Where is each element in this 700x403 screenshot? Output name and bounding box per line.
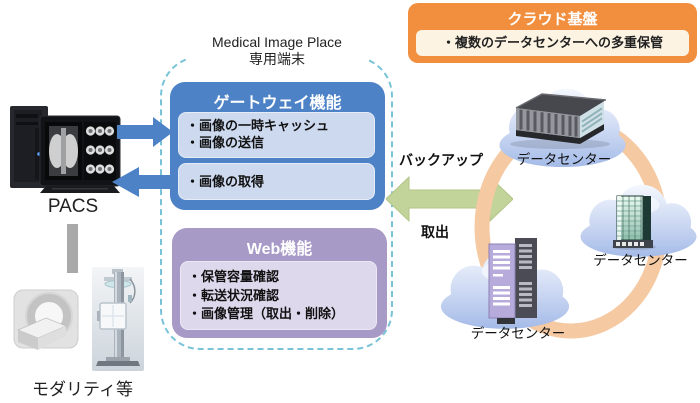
datacenter-building-icon — [488, 238, 537, 324]
terminal-title-line2: 専用端末 — [249, 51, 305, 67]
web-box: Web機能 ・保管容量確認 ・転送状況確認 ・画像管理（取出・削除） — [172, 228, 387, 338]
pacs-workstation-image — [10, 106, 121, 193]
gateway-item: ・画像の取得 — [186, 174, 265, 189]
terminal-title-line1: Medical Image Place — [212, 34, 342, 50]
cloud-platform-header: クラウド基盤 — [507, 11, 598, 28]
cloud-platform-note: ・複数のデータセンターへの多重保管 — [416, 30, 689, 56]
modality-label: モダリティ等 — [32, 380, 133, 399]
arrow-right-icon — [117, 117, 173, 147]
retrieve-label: 取出 — [421, 224, 449, 240]
backup-label: バックアップ — [399, 152, 483, 168]
cloud-platform-box: クラウド基盤 ・複数のデータセンターへの多重保管 — [408, 3, 697, 63]
web-item: ・保管容量確認 — [188, 269, 280, 284]
datacenter-label: データセンター — [470, 326, 566, 341]
datacenter-label: データセンター — [516, 152, 612, 167]
gateway-header: ゲートウェイ機能 — [213, 95, 342, 112]
gateway-item: ・画像の送信 — [186, 135, 265, 150]
gateway-cache-box: ・画像の一時キャッシュ ・画像の送信 — [178, 112, 375, 158]
web-header: Web機能 — [246, 241, 313, 258]
web-items-box: ・保管容量確認 ・転送状況確認 ・画像管理（取出・削除） — [180, 261, 377, 330]
gateway-item: ・画像の一時キャッシュ — [186, 118, 330, 133]
arrow-left-icon — [112, 167, 173, 197]
web-item: ・画像管理（取出・削除） — [188, 306, 345, 321]
web-item: ・転送状況確認 — [188, 287, 280, 303]
gateway-fetch-box: ・画像の取得 — [178, 163, 375, 200]
pacs-modality-connector — [67, 224, 78, 273]
gateway-box: ゲートウェイ機能 ・画像の一時キャッシュ ・画像の送信 ・画像の取得 — [170, 82, 385, 210]
datacenter-building-icon — [612, 195, 656, 250]
backup-retrieve-double-arrow-icon — [386, 175, 513, 223]
terminal-title: Medical Image Place 専用端末 — [187, 33, 367, 69]
pacs-label: PACS — [47, 196, 99, 217]
datacenter-label: データセンター — [593, 253, 688, 268]
ct-scanner-icon — [13, 289, 79, 350]
xray-stand-icon — [92, 267, 144, 371]
datacenter-building-icon — [510, 93, 610, 149]
